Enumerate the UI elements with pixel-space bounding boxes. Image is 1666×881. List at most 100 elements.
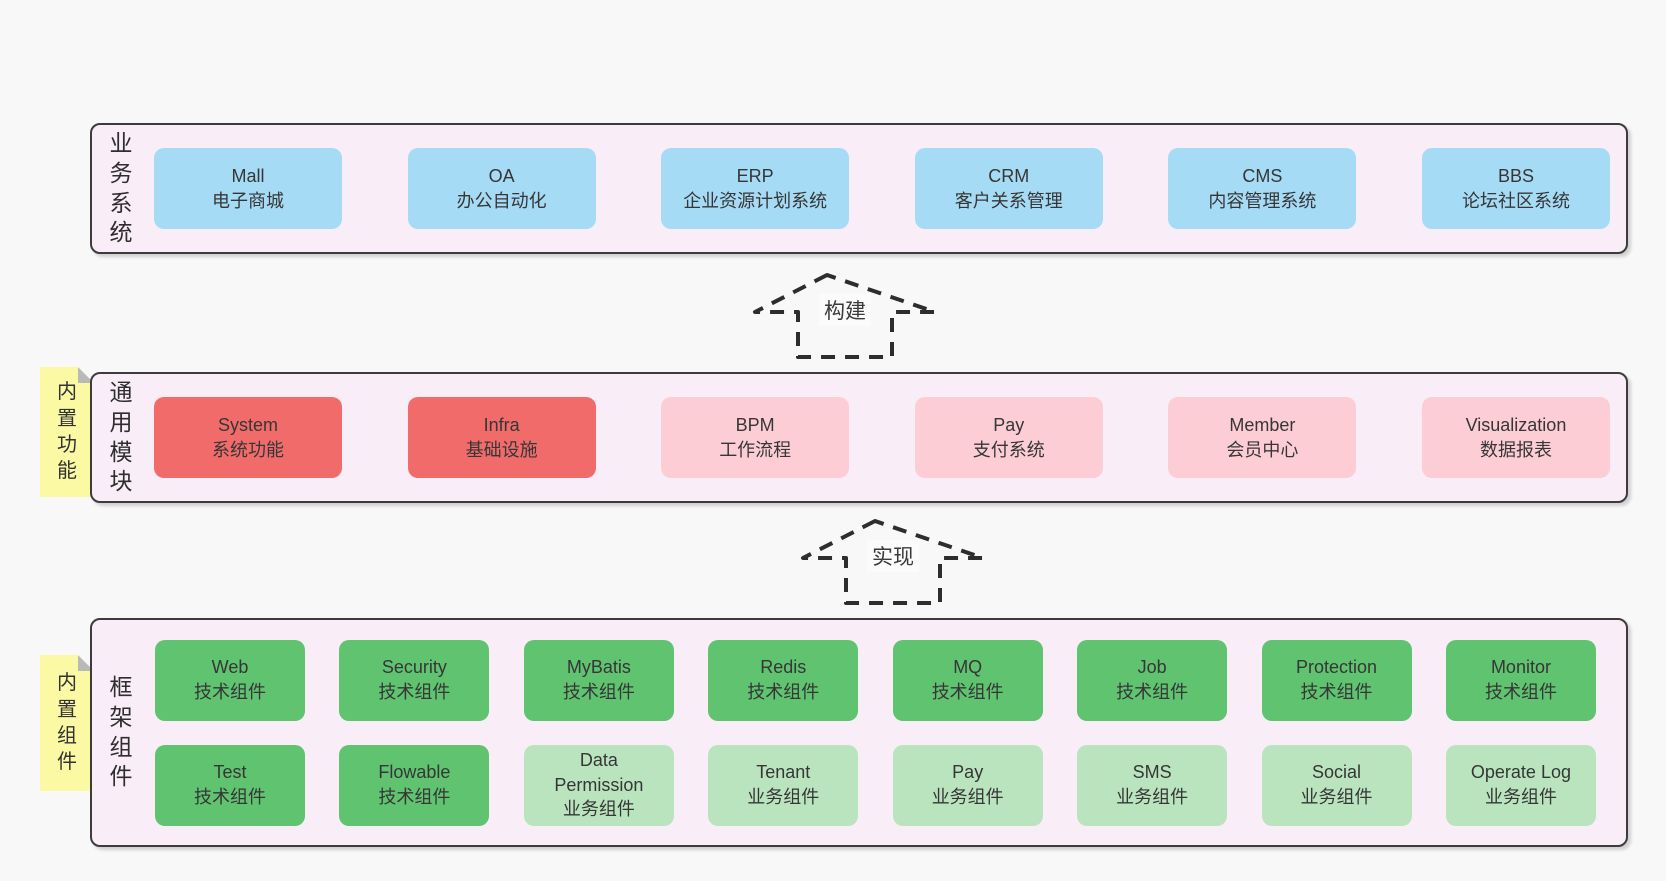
- box-subtitle: 技术组件: [378, 682, 451, 702]
- vertical-label-char: 通: [109, 378, 133, 405]
- box-flowable: Flowable 技术组件: [339, 744, 490, 826]
- box-redis: Redis 技术组件: [708, 639, 859, 721]
- box-subtitle: 办公自动化: [456, 190, 547, 211]
- sticky-note-built-in-components: 内置组件: [40, 655, 94, 791]
- box-subtitle: 业务组件: [747, 787, 820, 807]
- box-infra: Infra 基础设施: [407, 397, 596, 478]
- vertical-label-char: 架: [109, 703, 133, 730]
- box-subtitle: 技术组件: [1484, 682, 1557, 702]
- box-subtitle: 业务组件: [1300, 787, 1373, 807]
- box-oa: OA 办公自动化: [407, 148, 596, 229]
- box-title: BBS: [1497, 165, 1534, 186]
- vertical-label-char: 内: [57, 381, 77, 404]
- box-data-permission: Data Permission 业务组件: [523, 744, 674, 826]
- box-subtitle: 业务组件: [1116, 787, 1189, 807]
- box-visualization: Visualization 数据报表: [1421, 397, 1610, 478]
- box-job: Job 技术组件: [1077, 639, 1228, 721]
- vertical-label-char: 置: [57, 698, 77, 721]
- box-title: Data Permission: [554, 749, 644, 795]
- band-label-business-systems: 业务系统: [92, 125, 150, 252]
- box-subtitle: 会员中心: [1226, 439, 1299, 460]
- build-arrow: 构建: [752, 272, 938, 360]
- box-subtitle: 基础设施: [465, 439, 538, 460]
- sticky-note-built-in-features: 内置功能: [40, 367, 94, 497]
- box-title: SMS: [1132, 762, 1172, 783]
- box-title: Infra: [483, 414, 520, 435]
- box-title: Operate Log: [1470, 762, 1571, 783]
- box-title: Test: [213, 762, 247, 783]
- vertical-label-char: 业: [109, 129, 133, 156]
- box-subtitle: 工作流程: [719, 439, 792, 460]
- box-title: Pay: [952, 762, 984, 783]
- box-subtitle: 数据报表: [1479, 439, 1552, 460]
- implement-arrow: 实现: [800, 518, 986, 606]
- vertical-label-char: 功: [57, 434, 77, 456]
- box-title: Protection: [1296, 657, 1378, 678]
- box-title: MQ: [953, 657, 983, 678]
- box-sms: SMS 业务组件: [1077, 744, 1228, 826]
- vertical-label-char: 务: [109, 159, 133, 186]
- box-title: MyBatis: [566, 657, 631, 678]
- box-title: Visualization: [1465, 414, 1567, 435]
- box-erp: ERP 企业资源计划系统: [661, 148, 850, 229]
- box-bpm: BPM 工作流程: [661, 397, 850, 478]
- box-subtitle: 技术组件: [1300, 682, 1373, 702]
- box-title: ERP: [736, 165, 774, 186]
- vertical-label-char: 用: [109, 408, 133, 435]
- box-subtitle: 企业资源计划系统: [683, 190, 828, 211]
- vertical-label-char: 组: [57, 725, 77, 747]
- box-title: Mall: [231, 165, 265, 186]
- box-subtitle: 技术组件: [747, 682, 820, 702]
- box-subtitle: 技术组件: [194, 787, 266, 807]
- dashed-up-arrow-icon: [753, 273, 937, 359]
- vertical-label-char: 内: [57, 672, 77, 695]
- box-protection: Protection 技术组件: [1261, 639, 1412, 721]
- vertical-label-char: 统: [109, 219, 133, 246]
- band-label-common-modules: 通用模块: [92, 374, 150, 501]
- box-title: Job: [1137, 657, 1167, 678]
- box-subtitle: 技术组件: [378, 787, 451, 807]
- box-social: Social 业务组件: [1261, 744, 1412, 826]
- box-title: BPM: [735, 414, 775, 435]
- box-subtitle: 业务组件: [931, 787, 1004, 807]
- box-title: Social: [1312, 762, 1362, 783]
- box-cms: CMS 内容管理系统: [1168, 148, 1357, 229]
- implement-arrow-label: 实现: [867, 540, 919, 572]
- box-title: Monitor: [1490, 657, 1551, 678]
- box-subtitle: 技术组件: [194, 682, 266, 702]
- box-title: Flowable: [378, 762, 451, 783]
- box-title: OA: [488, 165, 515, 186]
- box-title: Redis: [760, 657, 807, 678]
- box-title: Security: [381, 657, 447, 678]
- vertical-label-char: 模: [109, 438, 133, 465]
- build-arrow-label: 构建: [819, 294, 871, 326]
- band-label-framework-components: 框架组件: [92, 620, 150, 845]
- box-subtitle: 业务组件: [562, 799, 635, 820]
- box-subtitle: 系统功能: [212, 439, 284, 460]
- vertical-label-char: 置: [57, 407, 77, 430]
- box-monitor: Monitor 技术组件: [1445, 639, 1596, 721]
- box-subtitle: 内容管理系统: [1208, 190, 1317, 211]
- box-pay: Pay 支付系统: [914, 397, 1103, 478]
- box-title: CMS: [1242, 165, 1283, 186]
- box-subtitle: 支付系统: [972, 439, 1045, 460]
- box-title: Pay: [993, 414, 1025, 435]
- box-subtitle: 技术组件: [1116, 682, 1189, 702]
- dashed-up-arrow-icon: [801, 519, 985, 605]
- vertical-label-char: 件: [57, 751, 77, 774]
- vertical-label-char: 系: [109, 189, 133, 216]
